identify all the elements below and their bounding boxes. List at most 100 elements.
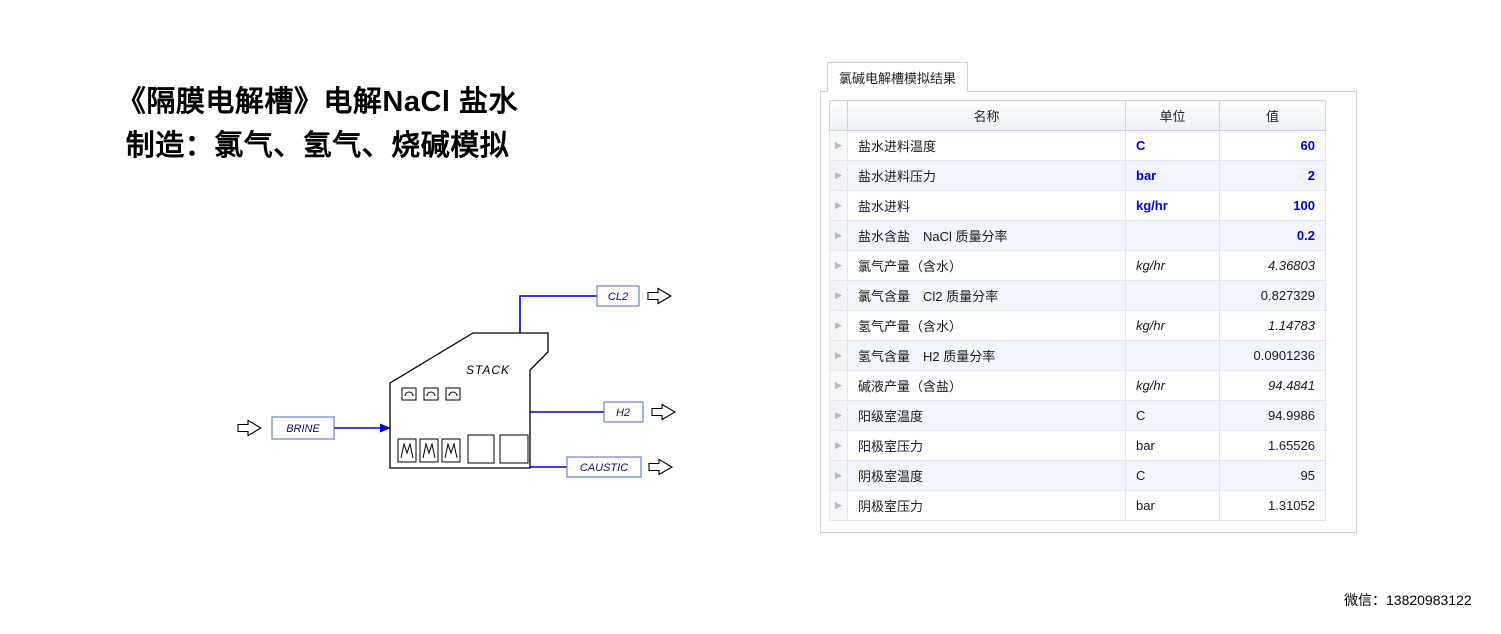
- row-value-cell: 94.9986: [1219, 400, 1326, 431]
- page-title-line1: 《隔膜电解槽》电解NaCl 盐水: [116, 86, 519, 118]
- row-name-cell: 氯气产量（含水）: [847, 250, 1126, 281]
- caustic-label: CAUSTIC: [580, 462, 628, 474]
- brine-arrowhead: [380, 423, 391, 433]
- stack-membrane-cells-icon: [397, 434, 529, 464]
- row-value-cell: 1.14783: [1219, 310, 1326, 341]
- row-arrow-icon: ▶: [835, 470, 842, 480]
- row-value-cell: 0.827329: [1219, 280, 1326, 311]
- row-name-cell: 氢气含量 H2 质量分率: [847, 340, 1126, 371]
- wechat-contact: 微信：13820983122: [1344, 592, 1472, 608]
- row-value-cell: 60: [1219, 130, 1326, 161]
- cl2-label-box[interactable]: [596, 285, 640, 307]
- row-selector[interactable]: ▶: [829, 190, 848, 221]
- row-name-cell: 氢气产量（含水）: [847, 310, 1126, 341]
- row-unit-cell: kg/hr: [1125, 250, 1220, 281]
- row-name-cell: 碱液产量（含盐）: [847, 370, 1126, 401]
- row-unit-cell: [1125, 340, 1220, 371]
- results-tab-label: 氯碱电解槽模拟结果: [839, 71, 957, 86]
- row-name-cell: 阳级室温度: [847, 400, 1126, 431]
- feed-arrow-icon: [237, 419, 263, 437]
- row-selector[interactable]: ▶: [829, 340, 848, 371]
- caustic-label-box[interactable]: [566, 456, 642, 478]
- row-value-cell: 0.2: [1219, 220, 1326, 251]
- row-name-cell: 阴极室压力: [847, 490, 1126, 521]
- table-row[interactable]: ▶ 氢气含量 H2 质量分率 0.0901236: [829, 340, 1326, 371]
- row-unit-cell: [1125, 280, 1220, 311]
- row-name-cell: 盐水进料压力: [847, 160, 1126, 191]
- row-name-cell: 盐水含盐 NaCl 质量分率: [847, 220, 1126, 251]
- row-selector[interactable]: ▶: [829, 400, 848, 431]
- row-name-cell: 盐水进料温度: [847, 130, 1126, 161]
- stack-block[interactable]: [389, 332, 549, 469]
- stack-top-cells-icon: [401, 387, 461, 401]
- brine-label-box[interactable]: [271, 416, 335, 440]
- row-arrow-icon: ▶: [835, 170, 842, 180]
- table-row[interactable]: ▶ 盐水含盐 NaCl 质量分率 0.2: [829, 220, 1326, 251]
- row-arrow-icon: ▶: [835, 140, 842, 150]
- h2-label-box[interactable]: [603, 401, 644, 423]
- row-value-cell: 95: [1219, 460, 1326, 491]
- row-arrow-icon: ▶: [835, 230, 842, 240]
- row-arrow-icon: ▶: [835, 350, 842, 360]
- row-unit-cell: bar: [1125, 430, 1220, 461]
- row-selector[interactable]: ▶: [829, 460, 848, 491]
- row-value-cell: 0.0901236: [1219, 340, 1326, 371]
- row-value-cell: 1.65526: [1219, 430, 1326, 461]
- row-unit-cell: kg/hr: [1125, 190, 1220, 221]
- cl2-stream-line[interactable]: [519, 295, 597, 333]
- row-selector[interactable]: ▶: [829, 490, 848, 521]
- h2-label: H2: [616, 407, 630, 419]
- column-header-value[interactable]: 值: [1219, 100, 1326, 131]
- row-selector[interactable]: ▶: [829, 250, 848, 281]
- row-arrow-icon: ▶: [835, 410, 842, 420]
- row-value-cell: 100: [1219, 190, 1326, 221]
- row-unit-cell: C: [1125, 460, 1220, 491]
- row-unit-cell: bar: [1125, 160, 1220, 191]
- row-arrow-icon: ▶: [835, 500, 842, 510]
- row-unit-cell: kg/hr: [1125, 370, 1220, 401]
- cl2-label: CL2: [608, 291, 628, 303]
- row-arrow-icon: ▶: [835, 200, 842, 210]
- page-title-line2: 制造：氯气、氢气、烧碱模拟: [125, 130, 510, 162]
- row-unit-cell: kg/hr: [1125, 310, 1220, 341]
- page-title: 《隔膜电解槽》电解NaCl 盐水 制造：氯气、氢气、烧碱模拟: [90, 80, 545, 168]
- header-row: 名称 单位 值: [829, 100, 1326, 131]
- row-name-cell: 阳极室压力: [847, 430, 1126, 461]
- column-header-unit[interactable]: 单位: [1125, 100, 1220, 131]
- row-selector[interactable]: ▶: [829, 370, 848, 401]
- column-header-name[interactable]: 名称: [847, 100, 1126, 131]
- row-selector[interactable]: ▶: [829, 220, 848, 251]
- row-selector[interactable]: ▶: [829, 160, 848, 191]
- row-value-cell: 1.31052: [1219, 490, 1326, 521]
- row-value-cell: 2: [1219, 160, 1326, 191]
- row-selector[interactable]: ▶: [829, 280, 848, 311]
- cl2-arrow-icon: [647, 287, 673, 305]
- row-arrow-icon: ▶: [835, 380, 842, 390]
- row-arrow-icon: ▶: [835, 440, 842, 450]
- row-arrow-icon: ▶: [835, 290, 842, 300]
- row-selector[interactable]: ▶: [829, 130, 848, 161]
- row-name-cell: 盐水进料: [847, 190, 1126, 221]
- results-tab[interactable]: 氯碱电解槽模拟结果: [827, 62, 969, 92]
- row-selector[interactable]: ▶: [829, 430, 848, 461]
- row-selector[interactable]: ▶: [829, 310, 848, 341]
- row-name-cell: 阴极室温度: [847, 460, 1126, 491]
- row-unit-cell: C: [1125, 130, 1220, 161]
- h2-arrow-icon: [651, 403, 677, 421]
